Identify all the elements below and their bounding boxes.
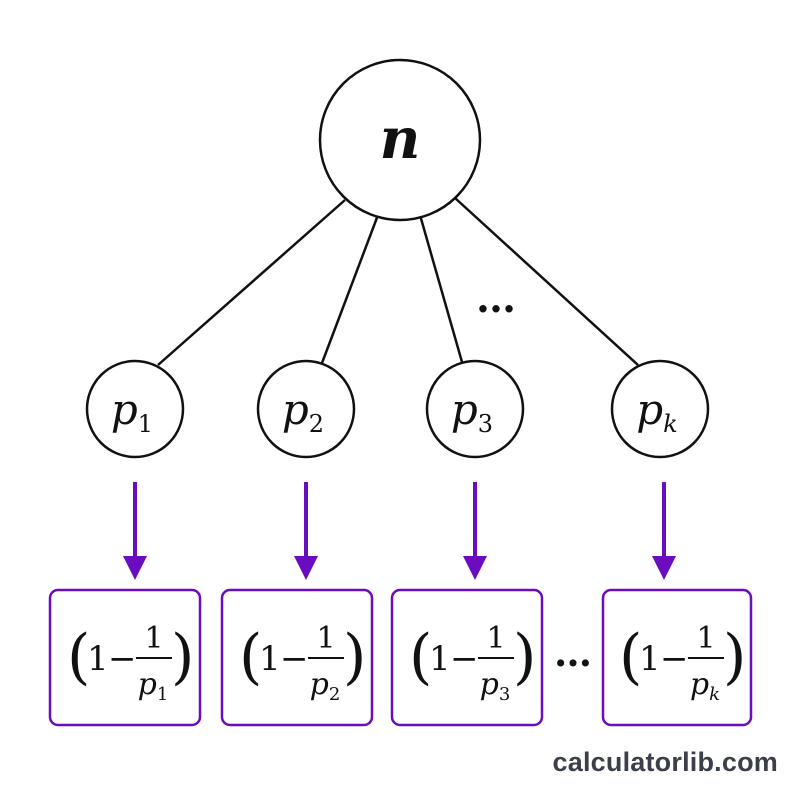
factor-p3-denominator-subscript: 3 (499, 684, 510, 705)
factor-pk-denominator-base: p (690, 667, 709, 702)
child-p2-subscript: 2 (309, 410, 324, 438)
factor-p3-one: 1 (429, 639, 451, 679)
factor-p1-left-paren: ( (67, 622, 90, 692)
factor-p2-minus: − (280, 639, 309, 679)
factor-ellipsis: … (554, 630, 592, 675)
svg-text:p3: p3 (451, 385, 493, 438)
factor-pk-right-paren: ) (723, 622, 746, 692)
factor-p1-denominator-subscript: 1 (157, 684, 168, 705)
edge-root-p3 (418, 214, 464, 363)
factor-box-p3: ( 1 − 1 p3 ) (390, 588, 544, 727)
factor-p2-right-paren: ) (343, 622, 366, 692)
factor-p3-minus: − (450, 639, 479, 679)
factor-p2-left-paren: ( (239, 622, 262, 692)
watermark: calculatorlib.com (552, 747, 778, 777)
edge-root-p1 (157, 199, 346, 366)
factor-pk-denominator-subscript: k (709, 684, 720, 705)
factor-p2-denominator-subscript: 2 (329, 684, 340, 705)
child-pk-base: p (636, 385, 663, 434)
child-p1-base: p (111, 385, 138, 434)
factor-p3-denominator-base: p (480, 667, 499, 702)
factor-box-p2: ( 1 − 1 p2 ) (220, 588, 374, 727)
child-node-p2: p2 (256, 359, 356, 459)
factor-p2-one: 1 (259, 639, 281, 679)
svg-text:p1: p1 (111, 385, 153, 438)
factor-p2-numerator: 1 (316, 621, 335, 656)
factor-box-pk: ( 1 − 1 pk ) (601, 588, 753, 727)
factor-pk-one: 1 (639, 639, 661, 679)
child-p3-subscript: 3 (478, 410, 493, 438)
factor-p3-numerator: 1 (486, 621, 505, 656)
root-label: n (380, 106, 421, 172)
factor-box-p1: ( 1 − 1 p1 ) (48, 588, 202, 727)
factor-pk-left-paren: ( (619, 622, 642, 692)
child-p1-subscript: 1 (138, 410, 153, 438)
edge-root-pk (454, 197, 639, 366)
root-node: n (318, 58, 482, 222)
child-pk-subscript: k (663, 410, 678, 438)
svg-text:pk: pk (636, 385, 677, 438)
svg-text:p1: p1 (138, 667, 169, 705)
factor-p3-left-paren: ( (409, 622, 432, 692)
svg-text:p3: p3 (480, 667, 511, 705)
factor-p1-one: 1 (87, 639, 109, 679)
factor-p1-denominator-base: p (138, 667, 157, 702)
factor-p2-denominator-base: p (310, 667, 329, 702)
child-p2-base: p (282, 385, 309, 434)
child-p3-base: p (451, 385, 478, 434)
child-node-p1: p1 (85, 359, 185, 459)
factor-p1-right-paren: ) (171, 622, 194, 692)
factor-p1-minus: − (108, 639, 137, 679)
child-node-p3: p3 (425, 359, 525, 459)
factor-pk-minus: − (660, 639, 689, 679)
tree-ellipsis: … (476, 275, 516, 322)
edge-root-p2 (320, 214, 380, 364)
factor-pk-numerator: 1 (696, 621, 715, 656)
svg-text:pk: pk (690, 667, 720, 705)
svg-text:p2: p2 (310, 667, 341, 705)
factor-p1-numerator: 1 (144, 621, 163, 656)
child-node-pk: pk (610, 359, 710, 459)
factor-p3-right-paren: ) (513, 622, 536, 692)
svg-text:p2: p2 (282, 385, 324, 438)
